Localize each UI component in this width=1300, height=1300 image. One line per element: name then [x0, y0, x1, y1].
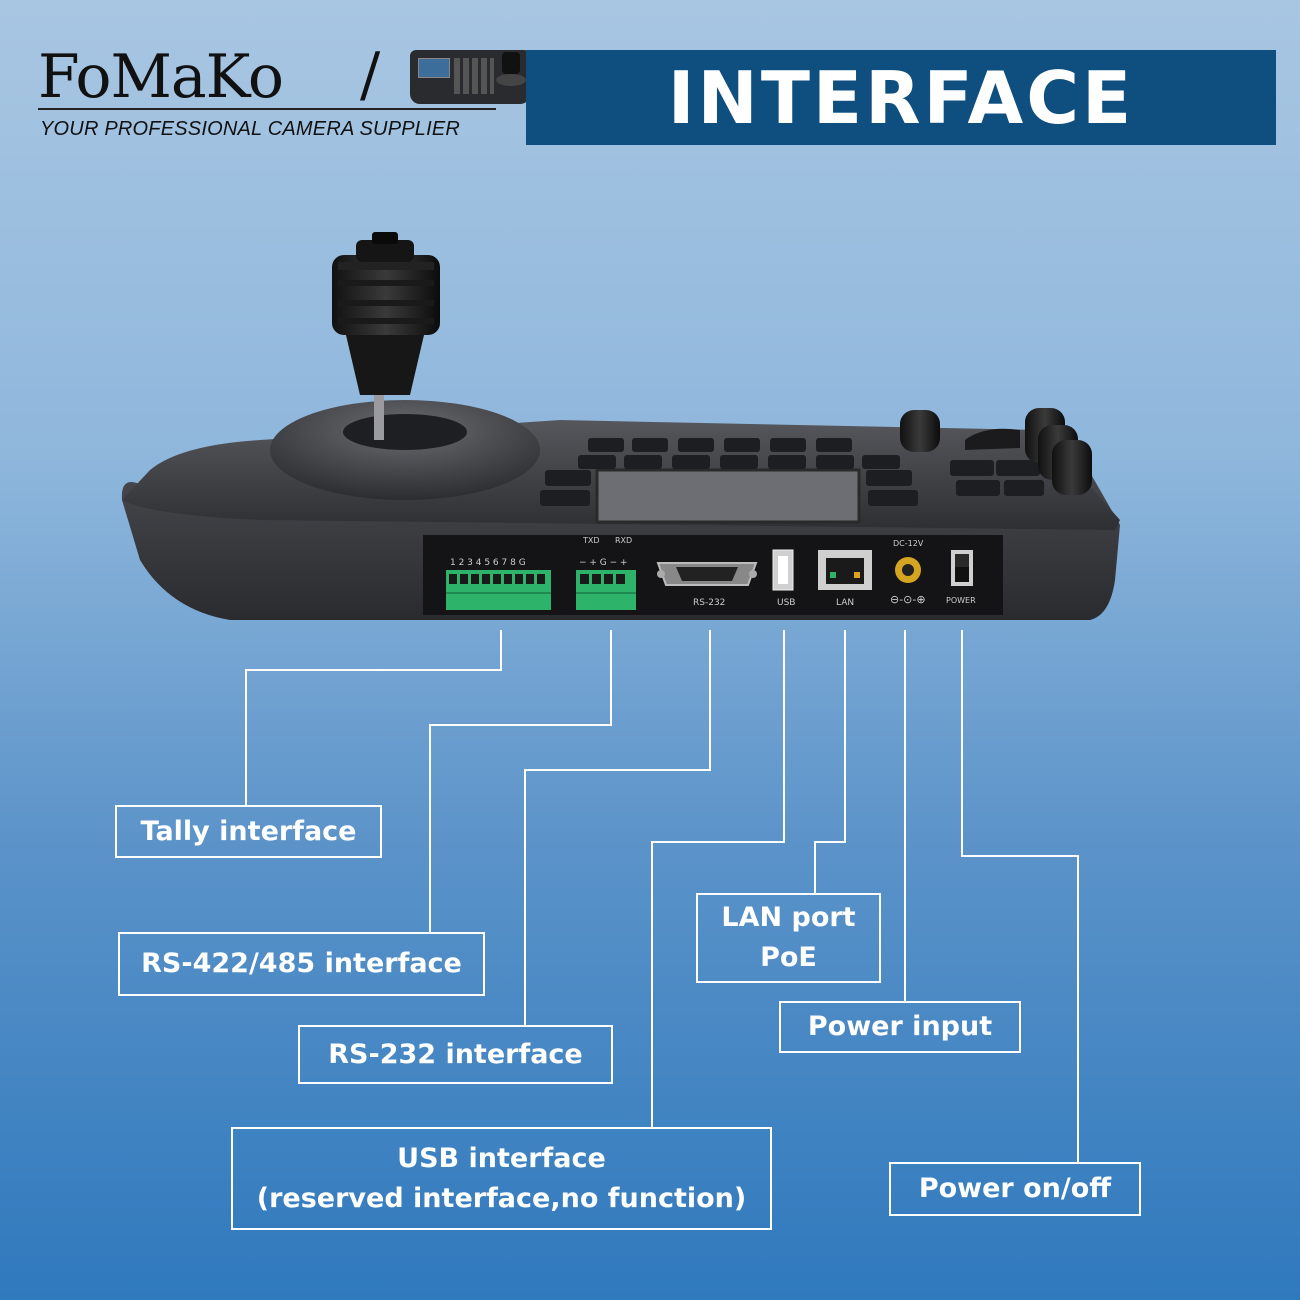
rs422-485-interface-label: RS-422/485 interface: [118, 932, 485, 996]
joystick-shaft: [374, 380, 384, 440]
power-switch-label: POWER: [946, 596, 976, 605]
knob-3[interactable]: [1052, 440, 1092, 495]
brand-tagline: YOUR PROFESSIONAL CAMERA SUPPLIER: [40, 118, 461, 140]
rs485-pin-labels: − + G − +: [579, 558, 628, 568]
logo-divider: [38, 108, 496, 110]
rs485-leader: [429, 630, 612, 933]
title-banner: INTERFACE: [526, 50, 1276, 145]
rxd-label: RXD: [615, 536, 632, 545]
tally-label-text: Tally interface: [140, 815, 357, 847]
tally-terminal[interactable]: [446, 570, 551, 610]
ptz-keyboard-controller: 1 2 3 4 5 6 7 8 G TXD RXD − + G − + RS-2…: [121, 232, 1120, 620]
usb-port-label: USB: [777, 598, 795, 608]
lan-label-line2: PoE: [760, 942, 817, 973]
tally-leader: [245, 630, 502, 805]
power-onoff-label: Power on/off: [889, 1162, 1141, 1216]
lcd-screen: [595, 468, 861, 524]
zoom-knob[interactable]: [900, 410, 940, 452]
brand-logo: FoMaKo / YOUR PROFESSIONAL CAMERA SUPPLI…: [38, 40, 530, 150]
mini-controller-icon: [410, 50, 530, 104]
brand-name: FoMaKo: [38, 42, 284, 112]
rs485-terminal[interactable]: [576, 570, 636, 610]
power-input-label: Power input: [779, 1001, 1021, 1053]
rs232-port[interactable]: [656, 562, 758, 586]
lan-leader: [814, 630, 846, 893]
power-switch-leader: [961, 630, 1079, 1162]
polarity-icon: ⊖-⊙-⊕: [890, 593, 926, 606]
usb-label-line1: USB interface: [397, 1142, 606, 1174]
usb-leader: [651, 630, 785, 1127]
joystick-knob[interactable]: [332, 255, 440, 335]
rs232-interface-label: RS-232 interface: [298, 1025, 613, 1084]
tally-pin-labels: 1 2 3 4 5 6 7 8 G: [450, 558, 526, 568]
dc-label: DC-12V: [893, 539, 924, 548]
rs232-port-label: RS-232: [693, 598, 725, 608]
rs422-label-text: RS-422/485 interface: [141, 948, 462, 979]
lan-port-label: LAN: [836, 598, 854, 608]
txd-label: TXD: [582, 536, 600, 545]
lan-port-poe-label: LAN port PoE: [696, 893, 881, 983]
keypad[interactable]: [540, 438, 1044, 506]
usb-label-line2: (reserved interface,no function): [256, 1182, 747, 1214]
brand-slash: /: [360, 40, 381, 110]
tally-interface-label: Tally interface: [115, 805, 382, 858]
rs232-leader: [524, 630, 711, 1025]
rs232-label-text: RS-232 interface: [328, 1038, 583, 1070]
power-input-label-text: Power input: [807, 1011, 993, 1042]
usb-interface-label: USB interface (reserved interface,no fun…: [231, 1127, 772, 1230]
lan-label-line1: LAN port: [721, 902, 856, 933]
banner-title: INTERFACE: [667, 55, 1135, 140]
power-onoff-label-text: Power on/off: [918, 1173, 1112, 1204]
